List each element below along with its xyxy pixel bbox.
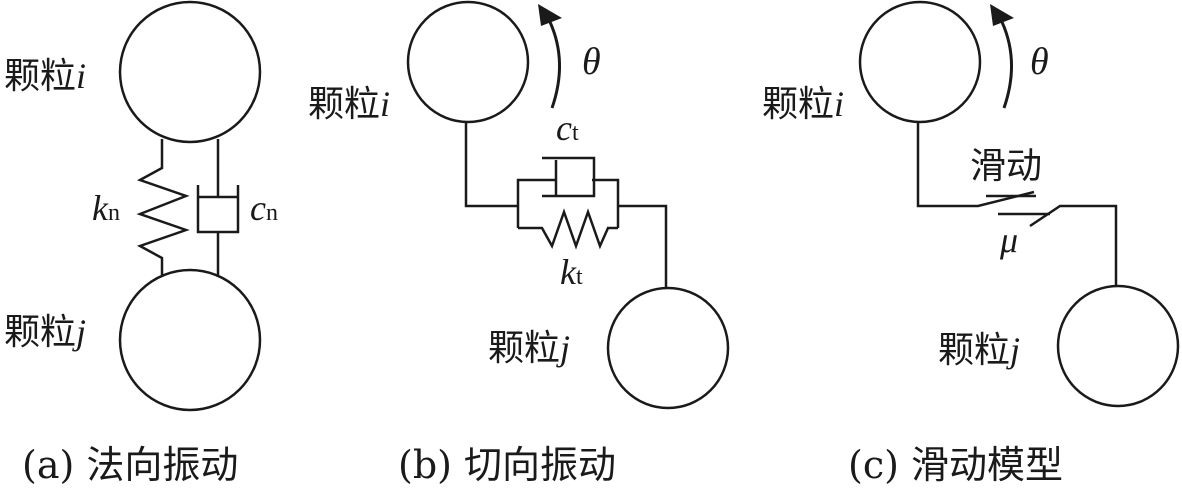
particle-j-circle bbox=[606, 286, 730, 410]
particle-i-label: 颗粒i bbox=[762, 84, 844, 125]
tangential-spring bbox=[518, 208, 618, 250]
panel-b-caption: (b) 切向振动 bbox=[398, 443, 616, 487]
rotation-arrow bbox=[1000, 21, 1013, 109]
particle-i-circle bbox=[406, 0, 530, 124]
particle-j-circle bbox=[1056, 284, 1180, 408]
particle-j-circle bbox=[118, 268, 262, 412]
rotation-arrowhead-icon bbox=[538, 4, 562, 26]
friction-mu-label: μ bbox=[999, 220, 1018, 260]
slide-label: 滑动 bbox=[970, 146, 1042, 187]
tangential-damper-cup bbox=[542, 156, 596, 198]
parallel-frame-right bbox=[592, 178, 620, 228]
spring-kt-label: kt bbox=[560, 252, 583, 292]
damper-cn-label: cn bbox=[250, 188, 278, 228]
panel-c-sliding: 颗粒i 颗粒j θ 滑动 μ (c) 滑动模型 bbox=[762, 0, 1180, 487]
link-to-j bbox=[1029, 204, 1118, 286]
spring-kn-label: kn bbox=[92, 188, 120, 228]
particle-i-circle bbox=[118, 0, 262, 144]
rotation-arrow bbox=[548, 21, 561, 109]
damper-ct-label: ct bbox=[556, 108, 579, 148]
panel-b-tangential: 颗粒i 颗粒j θ ct kt (b) 切向振动 bbox=[308, 0, 730, 487]
particle-i-circle bbox=[858, 0, 982, 124]
link-from-i bbox=[916, 122, 1035, 208]
normal-spring bbox=[136, 139, 190, 277]
particle-j-label: 颗粒j bbox=[938, 330, 1020, 371]
link-from-i bbox=[464, 122, 518, 208]
panel-c-caption: (c) 滑动模型 bbox=[848, 443, 1063, 487]
particle-j-label: 颗粒j bbox=[4, 312, 86, 353]
panel-a-caption: (a) 法向振动 bbox=[22, 443, 238, 487]
theta-label: θ bbox=[582, 41, 601, 83]
theta-label: θ bbox=[1030, 41, 1049, 83]
particle-j-label: 颗粒j bbox=[488, 328, 570, 369]
particle-i-label: 颗粒i bbox=[4, 56, 86, 97]
rotation-arrowhead-icon bbox=[990, 4, 1014, 26]
link-to-j bbox=[618, 204, 668, 288]
panel-a-normal: 颗粒i 颗粒j kn cn (a) 法向振动 bbox=[4, 0, 278, 487]
parallel-frame-left bbox=[516, 178, 556, 228]
particle-i-label: 颗粒i bbox=[308, 84, 390, 125]
